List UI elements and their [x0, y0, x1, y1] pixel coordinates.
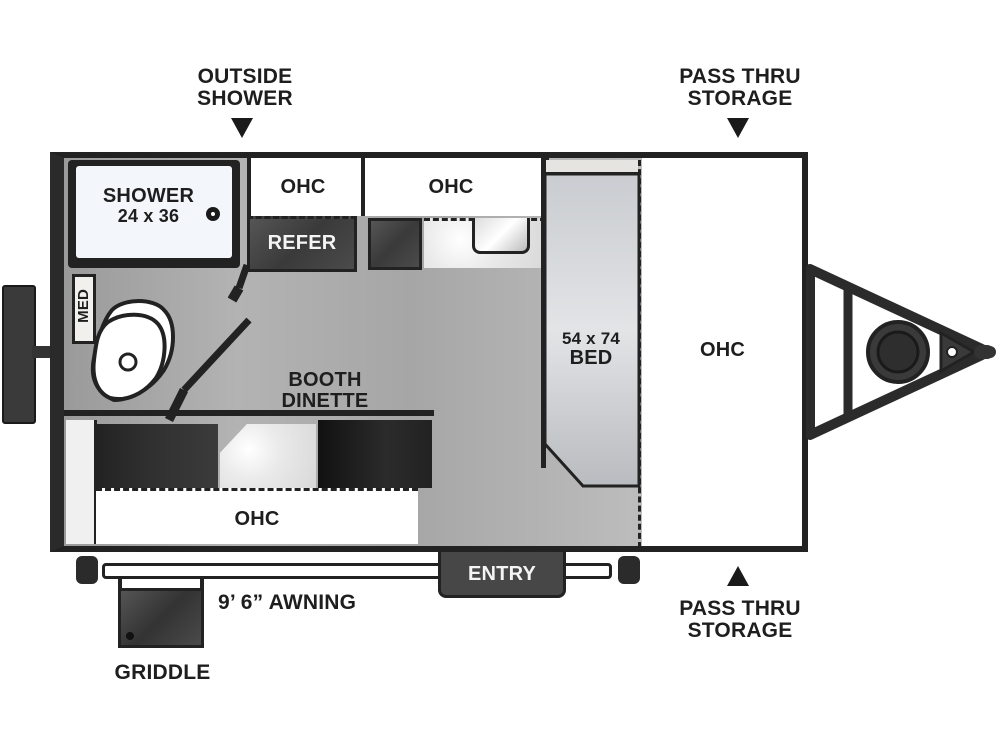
refrigerator: [247, 216, 357, 272]
slide-dashed-line: [638, 160, 641, 548]
griddle-bracket: [118, 578, 204, 588]
refer-label: REFER: [267, 232, 337, 254]
ohc-top-left-label: OHC: [280, 176, 326, 198]
ohc-top-left: [247, 158, 365, 216]
ohc-bottom: [96, 488, 418, 544]
bed-shape: [543, 174, 641, 488]
pass-thru-storage-top-label: PASS THRU STORAGE: [679, 65, 801, 111]
hitch-a-frame: [806, 264, 996, 440]
spare-tire: [2, 285, 36, 424]
dinette-label: BOOTH DINETTE: [281, 369, 369, 412]
entry-step: [438, 552, 566, 598]
kitchen-sink: [472, 218, 530, 254]
toilet-icon: [91, 312, 167, 401]
spare-tire-mount: [32, 346, 52, 358]
awning-label: 9’ 6” AWNING: [218, 591, 357, 614]
ohc-front-label: OHC: [699, 339, 746, 361]
dinette-bench-right: [318, 420, 432, 488]
stabilizer-right: [618, 556, 640, 584]
pass-thru-top-arrow-icon: [727, 118, 749, 138]
ohc-top-mid-label: OHC: [428, 176, 474, 198]
stabilizer-left: [76, 556, 98, 584]
dinette-wall: [64, 410, 434, 416]
griddle-knob-icon: [126, 632, 134, 640]
ohc-bottom-label: OHC: [234, 508, 280, 530]
pass-thru-storage-bottom-label: PASS THRU STORAGE: [679, 597, 801, 643]
outside-shower-arrow-icon: [231, 118, 253, 138]
griddle-label: GRIDDLE: [114, 661, 211, 684]
bed-label: 54 x 74 BED: [561, 329, 621, 369]
stovetop: [368, 218, 422, 270]
ohc-top-mid: [361, 158, 549, 216]
shower-drain-icon: [206, 207, 220, 221]
entry-label: ENTRY: [467, 563, 537, 585]
med-cabinet: [72, 274, 96, 344]
pass-thru-bottom-arrow-icon: [727, 566, 749, 586]
shower-label: SHOWER 24 x 36: [102, 185, 195, 226]
dinette-side-cab: [66, 420, 97, 544]
outside-shower-label: OUTSIDE SHOWER: [197, 65, 293, 111]
dinette-bench-left: [96, 424, 218, 488]
